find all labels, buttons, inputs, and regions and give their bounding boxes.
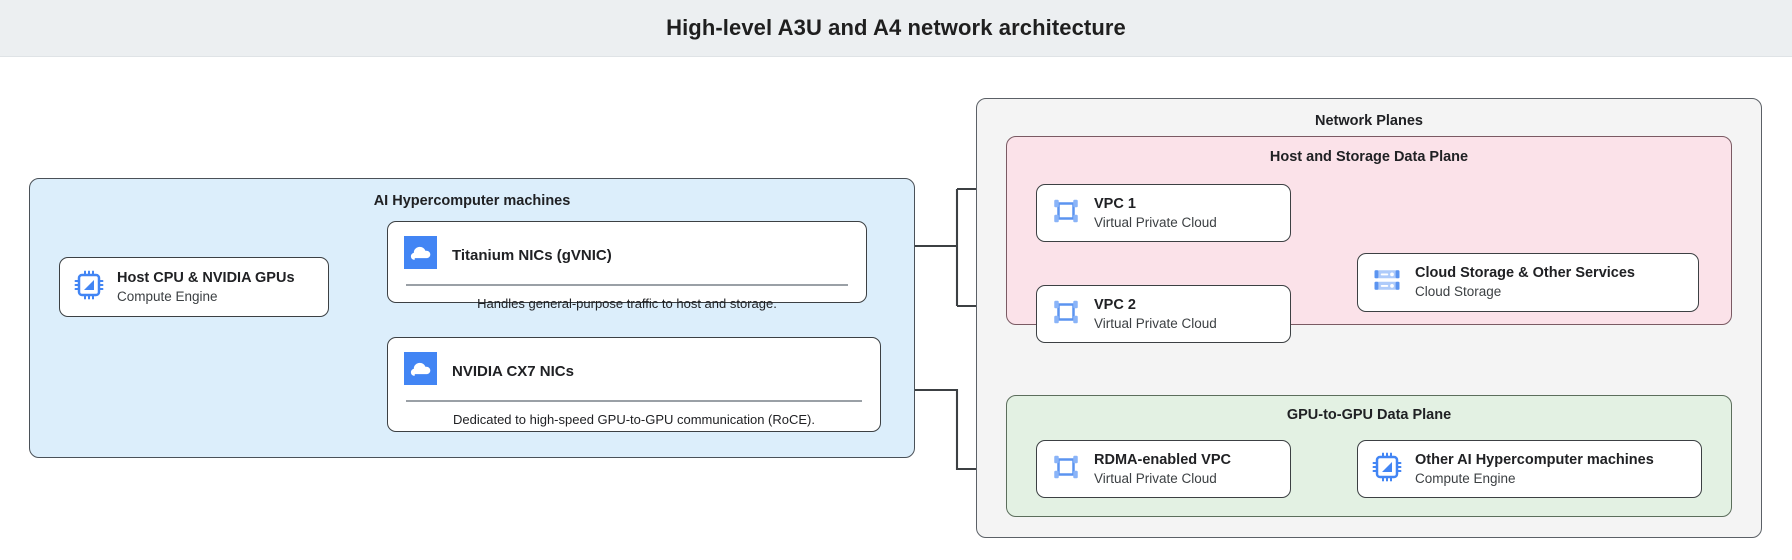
node-titanium-nics[interactable]: Titanium NICs (gVNIC) Handles general-pu… — [387, 221, 867, 311]
titanium-card-header: Titanium NICs (gVNIC) — [388, 222, 866, 284]
cpu-chip-icon — [1372, 452, 1402, 487]
node-subtitle: Virtual Private Cloud — [1094, 214, 1217, 230]
node-title: VPC 2 — [1094, 296, 1136, 313]
cx7-card-header: NVIDIA CX7 NICs — [388, 338, 880, 400]
node-host-cpu-nvidia-gpus[interactable]: Host CPU & NVIDIA GPUs Compute Engine — [59, 257, 329, 317]
cloud-storage-icon — [1372, 265, 1402, 300]
cloud-icon — [404, 236, 437, 274]
group-title-ai-hypercomputer: AI Hypercomputer machines — [373, 193, 571, 209]
vpc-icon — [1051, 297, 1081, 332]
node-cloud-storage-other-services[interactable]: Cloud Storage & Other Services Cloud Sto… — [1357, 253, 1699, 312]
node-title: Other AI Hypercomputer machines — [1415, 451, 1654, 468]
node-subtitle: Compute Engine — [1415, 470, 1516, 486]
node-other-ai-hypercomputer-machines[interactable]: Other AI Hypercomputer machines Compute … — [1357, 440, 1702, 498]
card-divider — [406, 400, 862, 403]
group-title-network-planes: Network Planes — [1315, 113, 1423, 129]
node-description: Dedicated to high-speed GPU-to-GPU commu… — [453, 412, 815, 428]
cloud-icon — [404, 352, 437, 390]
group-title-gpu-plane: GPU-to-GPU Data Plane — [1286, 407, 1452, 423]
page-header: High-level A3U and A4 network architectu… — [0, 0, 1792, 57]
node-rdma-enabled-vpc[interactable]: RDMA-enabled VPC Virtual Private Cloud — [1036, 440, 1291, 498]
node-subtitle: Virtual Private Cloud — [1094, 315, 1217, 331]
cpu-chip-icon — [74, 270, 104, 305]
group-title-host-storage: Host and Storage Data Plane — [1269, 149, 1469, 165]
node-description: Handles general-purpose traffic to host … — [477, 296, 777, 312]
node-subtitle: Compute Engine — [117, 288, 218, 304]
node-title: VPC 1 — [1094, 195, 1136, 212]
diagram-canvas: AI Hypercomputer machines — [0, 57, 1792, 560]
node-vpc-1[interactable]: VPC 1 Virtual Private Cloud — [1036, 184, 1291, 242]
vpc-icon — [1051, 452, 1081, 487]
node-title: Cloud Storage & Other Services — [1415, 265, 1635, 282]
node-vpc-2[interactable]: VPC 2 Virtual Private Cloud — [1036, 285, 1291, 343]
node-title: Host CPU & NVIDIA GPUs — [117, 269, 295, 286]
node-nvidia-cx7-nics[interactable]: NVIDIA CX7 NICs Dedicated to high-speed … — [387, 337, 881, 432]
vpc-icon — [1051, 196, 1081, 231]
node-subtitle: Virtual Private Cloud — [1094, 470, 1217, 486]
node-title: Titanium NICs (gVNIC) — [452, 246, 612, 264]
node-title: NVIDIA CX7 NICs — [452, 362, 574, 380]
node-title: RDMA-enabled VPC — [1094, 451, 1231, 468]
node-subtitle: Cloud Storage — [1415, 284, 1502, 300]
card-divider — [406, 284, 848, 287]
page-title: High-level A3U and A4 network architectu… — [666, 15, 1126, 40]
